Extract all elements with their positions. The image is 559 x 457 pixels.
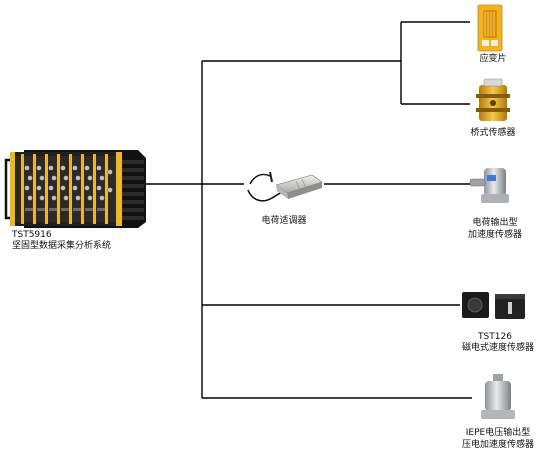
charge-accel-label-line2: 加速度传感器 (467, 230, 522, 240)
wiring (146, 21, 472, 399)
magnetic-model-label: TST126 (478, 332, 512, 342)
strain-gauge-label: 应变片 (479, 54, 507, 64)
system-name-label: 坚固型数据采集分析系统 (12, 241, 112, 251)
charge-accel-label-line1: 电荷输出型 (472, 218, 518, 228)
magnetic-name-label: 磁电式速度传感器 (461, 343, 534, 353)
iepe-label-line2: 压电加速度传感器 (461, 440, 534, 450)
magnetic-sensor-image (462, 292, 525, 319)
bridge-sensor-label: 桥式传感器 (470, 128, 516, 138)
conditioner-label: 电荷适调器 (261, 216, 307, 226)
strain-gauge-image (477, 4, 503, 52)
system-model-label: TST5916 (12, 230, 52, 240)
iepe-label-line1: IEPE电压输出型 (465, 428, 531, 438)
iepe-accelerometer-image (481, 374, 515, 419)
bridge-sensor-image (476, 78, 510, 121)
charge-conditioner-image (247, 171, 323, 202)
charge-accelerometer-image (469, 168, 509, 203)
daq-system-image (4, 150, 146, 228)
